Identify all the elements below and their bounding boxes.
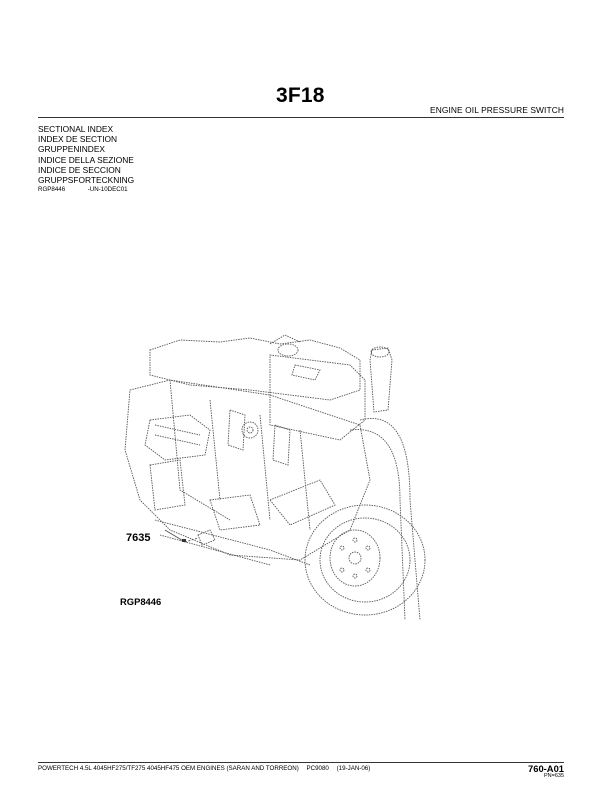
footer-product: POWERTECH 4.5L 4045HF275/TF275 4045HF475…: [38, 765, 299, 772]
figure-label: RGP8446: [120, 596, 162, 607]
index-line-fr: INDEX DE SECTION: [38, 134, 118, 145]
index-line-en: SECTIONAL INDEX: [38, 124, 114, 134]
engine-illustration-icon: [124, 334, 426, 620]
page-number: 3F18: [276, 84, 325, 107]
index-line-es: INDICE DE SECCION: [38, 164, 121, 175]
footer-pn: PN=635: [543, 773, 564, 779]
footer-divider: [38, 762, 564, 763]
figure-reference: RGP8446 -UN-10DEC01: [38, 186, 128, 193]
footer-info: POWERTECH 4.5L 4045HF275/TF275 4045HF475…: [38, 765, 376, 772]
footer-page-ref: 760-A01: [528, 763, 564, 774]
figure-code: -UN-10DEC01: [87, 186, 128, 193]
part-callout-7635: 7635: [126, 532, 151, 544]
index-line-de: GRUPPENINDEX: [38, 144, 106, 155]
index-line-it: INDICE DELLA SEZIONE: [38, 154, 134, 165]
sectional-index-block: SECTIONAL INDEX INDEX DE SECTION GRUPPEN…: [38, 124, 134, 185]
index-line-sv: GRUPPSFORTECKNING: [38, 175, 135, 186]
footer-date: (19-JAN-06): [336, 765, 371, 772]
footer-catalog: PC9080: [306, 765, 329, 772]
section-title: ENGINE OIL PRESSURE SWITCH: [430, 105, 564, 115]
figure-id: RGP8446: [38, 186, 66, 193]
header-divider: [38, 117, 564, 118]
